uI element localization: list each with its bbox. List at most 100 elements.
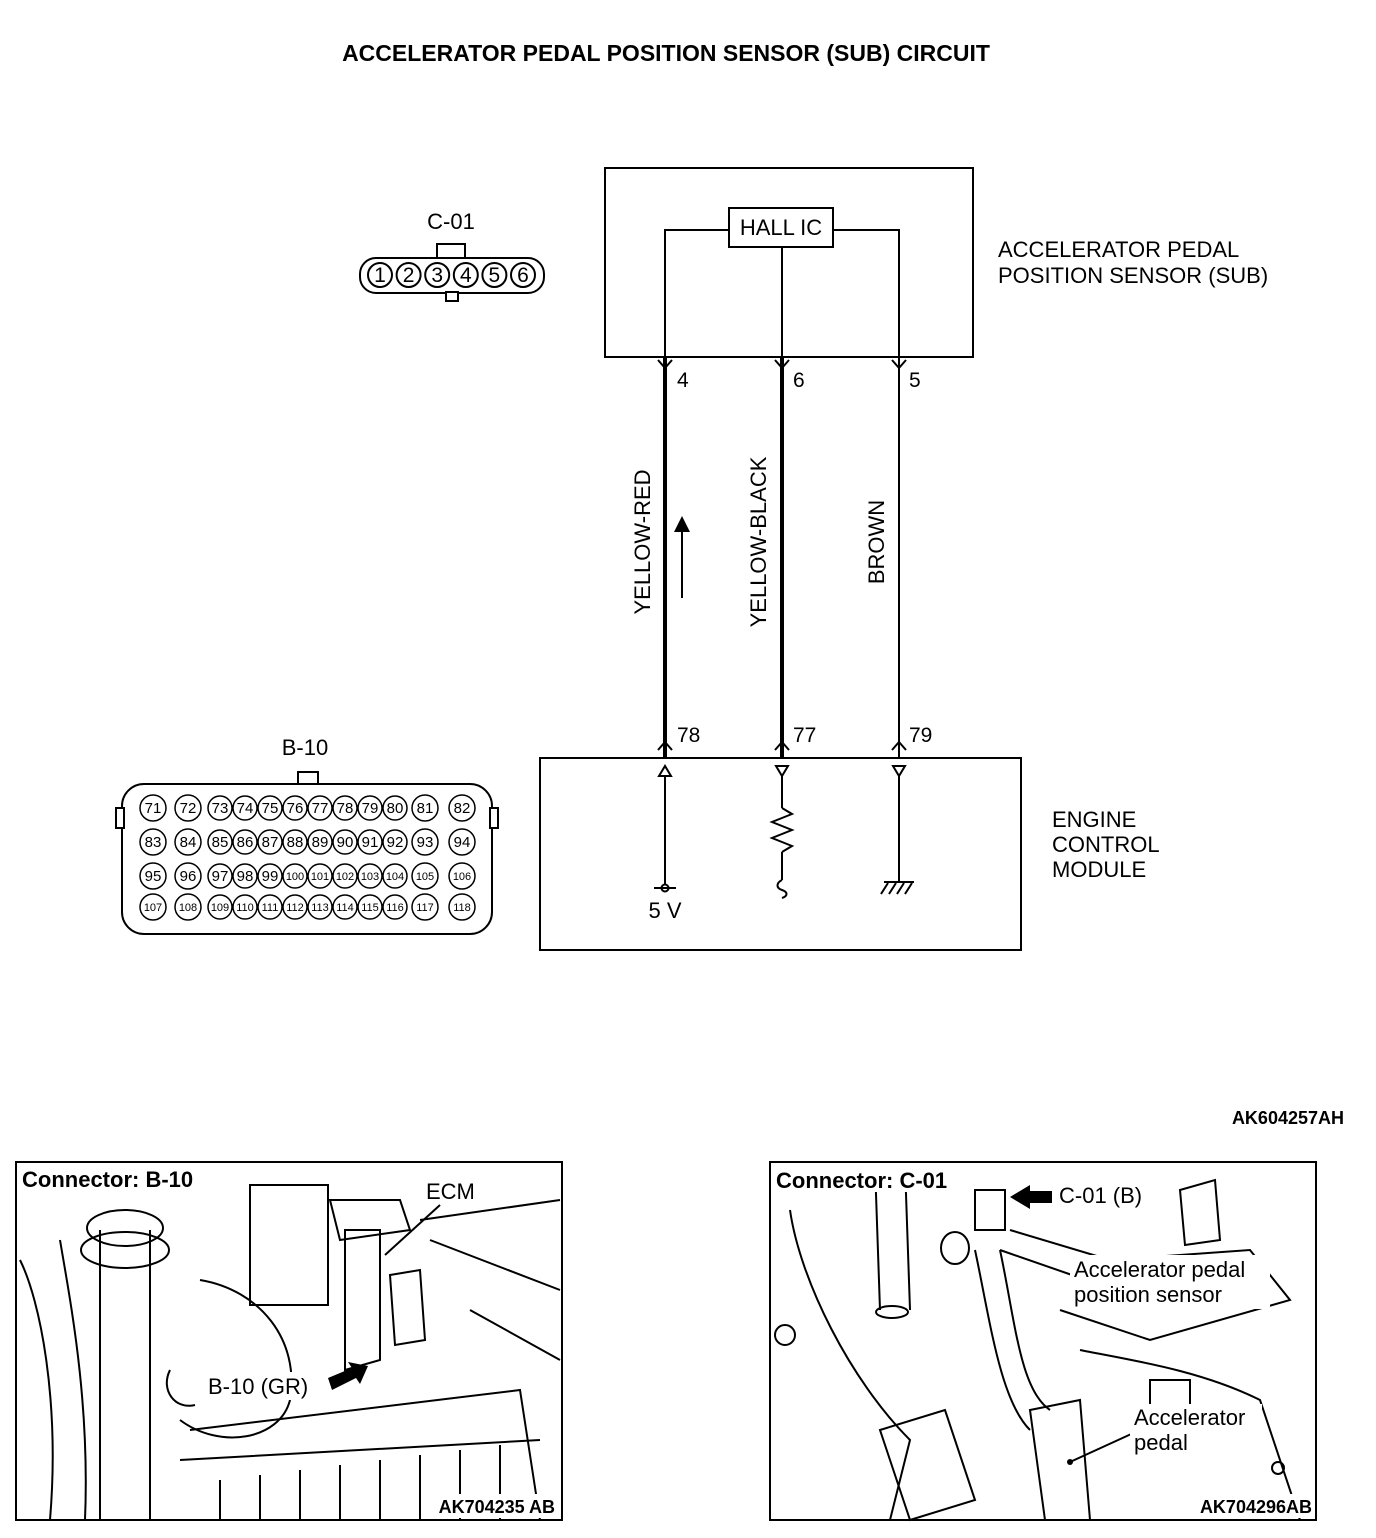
photo-left-panel: Connector: B-10 ECM B-10 (GR) AK704235 A…	[15, 1161, 563, 1521]
svg-text:77: 77	[312, 800, 329, 817]
diagram-title: ACCELERATOR PEDAL POSITION SENSOR (SUB) …	[342, 40, 990, 66]
b10-pin: 101	[307, 863, 333, 889]
svg-text:111: 111	[262, 902, 279, 914]
photo-right-panel: Connector: C-01 C-01 (B) Accelerator ped…	[769, 1161, 1317, 1522]
svg-text:99: 99	[262, 868, 279, 885]
connector-b10-label: B-10	[282, 735, 328, 760]
b10-pin: 94	[448, 828, 476, 856]
svg-text:97: 97	[212, 868, 229, 885]
svg-text:105: 105	[416, 871, 434, 883]
svg-text:98: 98	[237, 868, 254, 885]
b10-pin: 113	[307, 894, 333, 920]
svg-text:81: 81	[417, 800, 434, 817]
b10-pin: 82	[448, 794, 476, 822]
svg-text:4: 4	[460, 264, 472, 287]
b10-pin: 81	[411, 794, 439, 822]
b10-pin: 84	[174, 828, 202, 856]
b10-pin: 118	[448, 893, 476, 921]
callout-sensor-line2: position sensor	[1074, 1282, 1222, 1307]
svg-text:86: 86	[237, 834, 254, 851]
b10-pin: 108	[174, 893, 202, 921]
svg-text:100: 100	[286, 871, 304, 883]
svg-text:92: 92	[387, 834, 404, 851]
svg-text:76: 76	[287, 800, 304, 817]
callout-pedal-leader	[1069, 1429, 1141, 1463]
svg-text:72: 72	[180, 800, 197, 817]
callout-c01-arrow	[1010, 1185, 1052, 1209]
ecm-pin-79: 79	[909, 724, 932, 747]
connector-c01-label: C-01	[427, 209, 475, 234]
svg-text:82: 82	[454, 800, 471, 817]
b10-pin: 116	[382, 894, 408, 920]
svg-text:93: 93	[417, 834, 434, 851]
b10-pin: 87	[257, 829, 283, 855]
b10-pin: 78	[332, 795, 358, 821]
b10-pin: 73	[207, 795, 233, 821]
svg-text:94: 94	[454, 834, 471, 851]
b10-pin: 105	[411, 862, 439, 890]
b10-pin: 89	[307, 829, 333, 855]
b10-pin: 77	[307, 795, 333, 821]
svg-text:109: 109	[211, 902, 229, 914]
b10-pin: 71	[139, 794, 167, 822]
ecm-box	[539, 757, 1022, 951]
b10-pin: 106	[448, 862, 476, 890]
b10-pin: 86	[232, 829, 258, 855]
b10-pin: 114	[332, 894, 358, 920]
ecm-label-line1: ENGINE	[1052, 807, 1136, 832]
b10-pin: 83	[139, 828, 167, 856]
c01-pin: 5	[481, 262, 508, 288]
svg-text:5: 5	[489, 264, 501, 287]
callout-pedal-line2: pedal	[1134, 1430, 1188, 1455]
c01-pin: 3	[424, 262, 451, 288]
b10-pin: 102	[332, 863, 358, 889]
svg-text:113: 113	[311, 902, 329, 914]
callout-sensor-line1: Accelerator pedal	[1074, 1257, 1245, 1282]
svg-text:112: 112	[286, 902, 304, 914]
c01-pin: 1	[367, 262, 393, 288]
photo-right-code: AK704296AB	[1200, 1497, 1312, 1517]
b10-pin: 110	[232, 894, 258, 920]
svg-text:74: 74	[237, 800, 254, 817]
b10-pin: 99	[257, 863, 283, 889]
svg-text:2: 2	[403, 264, 415, 287]
sensor-pin-6: 6	[793, 369, 805, 392]
b10-pin: 91	[357, 829, 383, 855]
b10-pin: 75	[257, 795, 283, 821]
svg-text:88: 88	[287, 834, 304, 851]
svg-text:90: 90	[337, 834, 354, 851]
photo-left-code: AK704235 AB	[439, 1497, 555, 1517]
figure-code: AK604257AH	[1232, 1108, 1344, 1128]
c01-pin: 6	[510, 262, 536, 288]
sensor-pin-5: 5	[909, 369, 921, 392]
b10-pin: 115	[357, 894, 383, 920]
c01-pin: 2	[395, 262, 422, 288]
engine-bay-illustration	[19, 1184, 561, 1521]
b10-pin: 95	[139, 862, 167, 890]
wire-color-yellow-red: YELLOW-RED	[630, 469, 655, 614]
svg-text:104: 104	[386, 871, 404, 883]
svg-text:103: 103	[361, 871, 379, 883]
sensor-box: HALL IC	[604, 167, 974, 358]
svg-text:96: 96	[180, 868, 197, 885]
svg-text:116: 116	[386, 902, 404, 914]
photo-left-title: Connector: B-10	[22, 1167, 193, 1192]
b10-pin: 88	[282, 829, 308, 855]
callout-b10: B-10 (GR)	[208, 1374, 308, 1399]
svg-text:115: 115	[361, 902, 379, 914]
b10-pin: 93	[411, 828, 439, 856]
b10-pin: 103	[357, 863, 383, 889]
svg-text:83: 83	[145, 834, 162, 851]
b10-pin: 74	[232, 795, 258, 821]
svg-text:118: 118	[453, 902, 471, 914]
svg-text:84: 84	[180, 834, 197, 851]
hall-ic-block	[728, 207, 834, 248]
callout-sensor-leader	[999, 1249, 1073, 1276]
b10-pin: 117	[411, 893, 439, 921]
svg-text:73: 73	[212, 800, 229, 817]
b10-pin: 111	[257, 894, 283, 920]
wire-harness	[657, 357, 907, 758]
